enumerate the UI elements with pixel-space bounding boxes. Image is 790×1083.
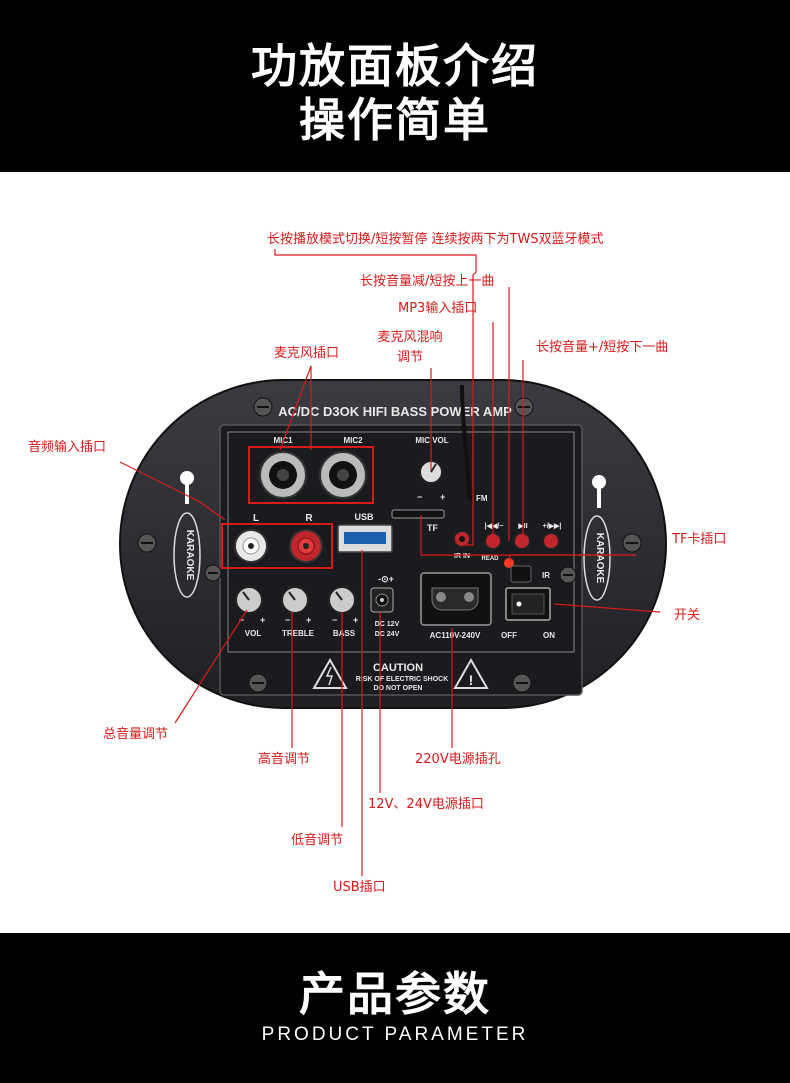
karaoke-label-left: KARAOKE [184, 530, 195, 581]
callout-treble: 高音调节 [258, 752, 311, 767]
callout-audio-input: 音频输入插口 [28, 440, 107, 455]
vol-plus: + [260, 615, 265, 625]
callout-mode-button: 长按播放模式切换/短按暂停 连续按两下为TWS双蓝牙模式 [267, 232, 604, 247]
tf-label: TF [427, 523, 438, 533]
btn-prev-label: |◀◀/− [485, 523, 504, 530]
header-title-line1: 功放面板介绍 [251, 39, 539, 93]
ir-receiver [510, 565, 532, 583]
usb-label: USB [354, 512, 374, 522]
rca-r-label: R [305, 513, 313, 524]
karaoke-badge-right [583, 515, 611, 601]
warning-triangle-icon [312, 657, 348, 689]
dc24-label: DC 24V [375, 631, 400, 638]
rca-right-jack[interactable] [289, 529, 323, 563]
callout-usb: USB插口 [333, 880, 386, 895]
usb-port[interactable] [337, 524, 393, 553]
treble-minus: − [285, 615, 290, 625]
play-pause-mode-button[interactable] [513, 532, 531, 550]
read-label: READ [481, 556, 499, 562]
callout-leader-lines [119, 249, 661, 876]
caution-label: CAUTION [373, 662, 423, 674]
karaoke-badge-left [173, 512, 201, 598]
callout-volume-down-button: 长按音量减/短按上一曲 [360, 274, 495, 289]
dc-power-socket[interactable] [370, 587, 394, 613]
warning-triangle-icon: ! [453, 657, 489, 689]
callout-mic-mix-line2: 调节 [396, 350, 424, 365]
callout-mp3-input: MP3输入插口 [398, 301, 478, 316]
ac-power-socket[interactable] [420, 572, 492, 626]
dc-polarity-label: -⊙+ [378, 574, 394, 584]
amplifier-panel-illustration: AC/DC D3OK HIFI BASS POWER AMP KARAOKE K… [119, 249, 667, 876]
fm-antenna-wire [460, 384, 472, 501]
risk-label: RISK OF ELECTRIC SHOCK [356, 676, 449, 683]
btn-next-label: +/▶▶| [543, 523, 562, 530]
ir-in-jack[interactable] [453, 530, 471, 548]
callout-mic-jack: 麦克风插口 [274, 346, 340, 361]
karaoke-label-right: KARAOKE [594, 533, 605, 584]
callout-volume-up-button: 长按音量+/短按下一曲 [536, 340, 669, 355]
callout-bass: 低音调节 [291, 833, 344, 848]
footer-title-en: PRODUCT PARAMETER [261, 1024, 529, 1045]
tf-card-slot[interactable] [391, 509, 445, 519]
dc12-label: DC 12V [375, 621, 400, 628]
footer-banner [0, 933, 790, 1083]
microphone-icon [180, 471, 194, 504]
callout-ac-socket: 220V电源插孔 [415, 752, 501, 767]
screw-icon [204, 564, 222, 582]
screw-icon [253, 397, 273, 417]
treble-knob[interactable] [281, 586, 309, 614]
header-title-line2: 操作简单 [299, 93, 491, 147]
bass-plus: + [353, 615, 358, 625]
off-label: OFF [501, 631, 517, 640]
footer-title-cn: 产品参数 [299, 967, 491, 1021]
panel-frame [227, 431, 575, 653]
next-volume-up-button[interactable] [542, 532, 560, 550]
microphone-icon [592, 475, 606, 508]
mic-vol-label: MIC VOL [415, 436, 448, 445]
fm-label: FM [476, 494, 488, 503]
mic2-label: MIC2 [343, 436, 363, 445]
bass-minus: − [332, 615, 337, 625]
callout-dc-socket: 12V、24V电源插口 [368, 797, 484, 812]
callout-master-volume: 总音量调节 [103, 727, 169, 742]
panel-plate [219, 424, 583, 696]
screw-icon [514, 397, 534, 417]
callout-mic-mix-line1: 麦克风混响 [377, 330, 443, 345]
bass-knob[interactable] [328, 586, 356, 614]
mic2-jack[interactable] [319, 451, 367, 499]
treble-label: TREBLE [282, 629, 315, 638]
screw-icon [248, 673, 268, 693]
vol-label: VOL [245, 629, 262, 638]
mic-vol-plus: + [440, 492, 445, 502]
header-banner: 功放面板介绍 操作简单 [0, 0, 790, 172]
status-led-icon [504, 558, 514, 568]
power-switch[interactable] [505, 587, 551, 621]
vol-minus: − [239, 615, 244, 625]
treble-plus: + [306, 615, 311, 625]
mic1-jack[interactable] [259, 451, 307, 499]
svg-text:!: ! [469, 672, 474, 688]
screw-icon [559, 566, 577, 584]
ir-in-label: IR IN [454, 553, 470, 560]
rca-l-label: L [253, 513, 259, 524]
rca-left-jack[interactable] [234, 529, 268, 563]
screw-icon [137, 533, 157, 553]
donot-open-label: DO NOT OPEN [373, 685, 422, 692]
rca-highlight [221, 523, 333, 569]
model-label: AC/DC D3OK HIFI BASS POWER AMP [278, 404, 512, 419]
screw-icon [512, 673, 532, 693]
callout-power-switch: 开关 [674, 608, 701, 623]
screw-icon [622, 533, 642, 553]
on-label: ON [543, 631, 555, 640]
callout-tf-slot: TF卡插口 [672, 532, 727, 547]
mic-vol-minus: − [417, 492, 422, 502]
ac-range-label: AC110V-240V [430, 631, 481, 640]
ir-label: IR [542, 571, 550, 580]
bass-label: BASS [333, 629, 356, 638]
volume-knob[interactable] [235, 586, 263, 614]
